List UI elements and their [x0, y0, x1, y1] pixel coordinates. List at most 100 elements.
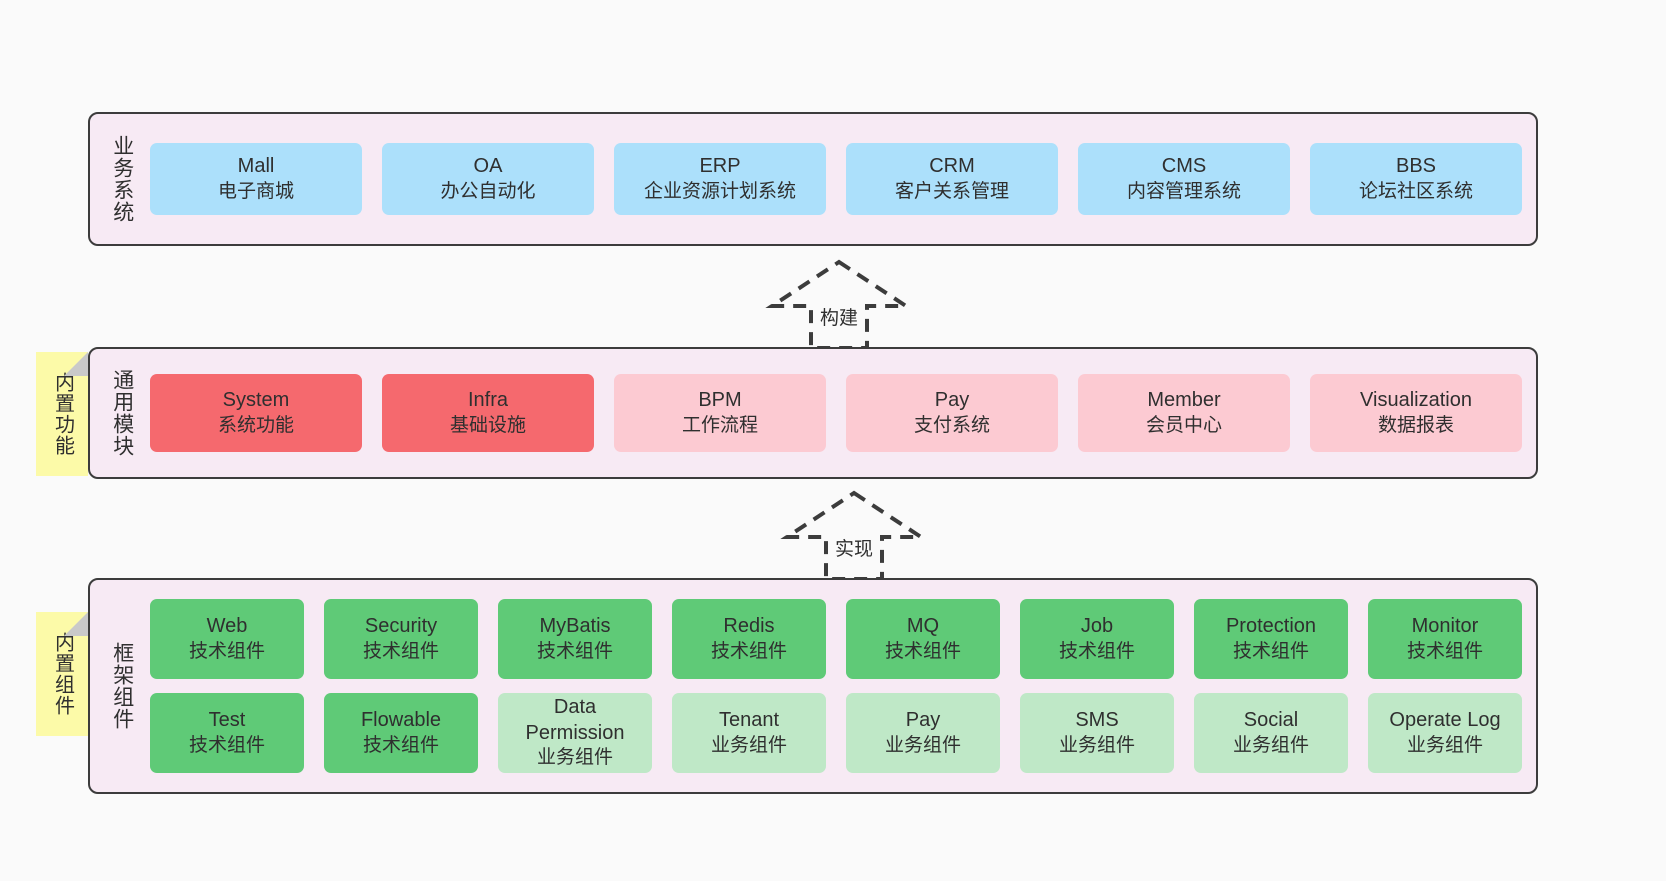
node-bpm-en: BPM [698, 389, 742, 412]
node-mall-cn: 电子商城 [217, 180, 294, 202]
node-pay-component-cn: 业务组件 [884, 734, 961, 756]
node-oa[interactable]: OA 办公自动化 [382, 143, 594, 215]
node-tenant-en: Tenant [718, 709, 780, 732]
layer-caption-common: 通用模块 [110, 369, 134, 457]
node-monitor[interactable]: Monitor 技术组件 [1368, 599, 1522, 679]
box-row-business: Mall 电子商城 OA 办公自动化 ERP 企业资源计划系统 CRM 客户关系… [150, 143, 1522, 215]
node-tenant[interactable]: Tenant 业务组件 [672, 693, 826, 773]
node-data-permission[interactable]: Data Permission 业务组件 [498, 693, 652, 773]
layer-caption-framework: 框架组件 [110, 642, 134, 730]
node-infra-cn: 基础设施 [449, 414, 526, 436]
node-erp-en: ERP [699, 155, 741, 178]
node-sms-cn: 业务组件 [1058, 734, 1135, 756]
node-redis[interactable]: Redis 技术组件 [672, 599, 826, 679]
layer-common-module: 通用模块 System 系统功能 Infra 基础设施 BPM 工作流程 Pay… [88, 347, 1538, 479]
box-row-common: System 系统功能 Infra 基础设施 BPM 工作流程 Pay 支付系统… [150, 374, 1522, 452]
arrow-build: 构建 [754, 256, 924, 352]
node-security[interactable]: Security 技术组件 [324, 599, 478, 679]
layer-framework-component: 框架组件 Web 技术组件 Security 技术组件 MyBatis 技术组件… [88, 578, 1538, 794]
arrow-implement: 实现 [769, 487, 939, 583]
node-social[interactable]: Social 业务组件 [1194, 693, 1348, 773]
node-test-cn: 技术组件 [188, 734, 265, 756]
node-test-en: Test [208, 709, 246, 732]
layer-caption-business: 业务系统 [110, 135, 134, 223]
node-data-permission-en: Data Permission [525, 696, 625, 744]
node-redis-en: Redis [723, 615, 775, 638]
node-pay-module-en: Pay [934, 389, 970, 412]
node-visualization-cn: 数据报表 [1377, 414, 1454, 436]
node-member-cn: 会员中心 [1145, 414, 1222, 436]
node-social-cn: 业务组件 [1232, 734, 1309, 756]
node-crm[interactable]: CRM 客户关系管理 [846, 143, 1058, 215]
node-bbs-cn: 论坛社区系统 [1358, 180, 1473, 202]
node-job-en: Job [1080, 615, 1114, 638]
node-test[interactable]: Test 技术组件 [150, 693, 304, 773]
layer-boxes-common: System 系统功能 Infra 基础设施 BPM 工作流程 Pay 支付系统… [140, 359, 1522, 467]
node-cms[interactable]: CMS 内容管理系统 [1078, 143, 1290, 215]
node-system-cn: 系统功能 [217, 414, 294, 436]
node-operate-log-en: Operate Log [1389, 709, 1501, 732]
node-bpm-cn: 工作流程 [681, 414, 758, 436]
node-cms-en: CMS [1161, 155, 1207, 178]
node-protection-en: Protection [1225, 615, 1317, 638]
node-mq-en: MQ [906, 615, 940, 638]
sticky-note-builtin-function: 内置功能 [36, 352, 88, 476]
layer-boxes-framework: Web 技术组件 Security 技术组件 MyBatis 技术组件 Redi… [140, 590, 1522, 782]
node-crm-en: CRM [929, 155, 975, 178]
node-mall[interactable]: Mall 电子商城 [150, 143, 362, 215]
node-flowable[interactable]: Flowable 技术组件 [324, 693, 478, 773]
node-bbs[interactable]: BBS 论坛社区系统 [1310, 143, 1522, 215]
node-web[interactable]: Web 技术组件 [150, 599, 304, 679]
layer-business-system: 业务系统 Mall 电子商城 OA 办公自动化 ERP 企业资源计划系统 CRM… [88, 112, 1538, 246]
node-system-en: System [222, 389, 290, 412]
node-job[interactable]: Job 技术组件 [1020, 599, 1174, 679]
node-sms[interactable]: SMS 业务组件 [1020, 693, 1174, 773]
node-erp-cn: 企业资源计划系统 [643, 180, 796, 202]
node-mybatis[interactable]: MyBatis 技术组件 [498, 599, 652, 679]
node-redis-cn: 技术组件 [710, 640, 787, 662]
node-tenant-cn: 业务组件 [710, 734, 787, 756]
node-cms-cn: 内容管理系统 [1126, 180, 1241, 202]
arrow-implement-icon [780, 490, 928, 581]
node-protection[interactable]: Protection 技术组件 [1194, 599, 1348, 679]
node-mq-cn: 技术组件 [884, 640, 961, 662]
node-infra[interactable]: Infra 基础设施 [382, 374, 594, 452]
node-oa-cn: 办公自动化 [440, 180, 536, 202]
node-pay-component-en: Pay [905, 709, 941, 732]
node-data-permission-cn: 业务组件 [536, 747, 613, 769]
layer-boxes-business: Mall 电子商城 OA 办公自动化 ERP 企业资源计划系统 CRM 客户关系… [140, 124, 1522, 234]
node-security-cn: 技术组件 [362, 640, 439, 662]
node-flowable-cn: 技术组件 [362, 734, 439, 756]
node-member[interactable]: Member 会员中心 [1078, 374, 1290, 452]
node-bpm[interactable]: BPM 工作流程 [614, 374, 826, 452]
node-operate-log-cn: 业务组件 [1406, 734, 1483, 756]
node-system[interactable]: System 系统功能 [150, 374, 362, 452]
node-pay-module[interactable]: Pay 支付系统 [846, 374, 1058, 452]
box-row-framework-business: Test 技术组件 Flowable 技术组件 Data Permission … [150, 693, 1522, 773]
sticky-note-builtin-component: 内置组件 [36, 612, 88, 736]
node-visualization[interactable]: Visualization 数据报表 [1310, 374, 1522, 452]
node-monitor-cn: 技术组件 [1406, 640, 1483, 662]
arrow-build-icon [765, 259, 913, 350]
node-operate-log[interactable]: Operate Log 业务组件 [1368, 693, 1522, 773]
node-oa-en: OA [473, 155, 503, 178]
node-mq[interactable]: MQ 技术组件 [846, 599, 1000, 679]
node-security-en: Security [364, 615, 438, 638]
node-flowable-en: Flowable [360, 709, 442, 732]
node-monitor-en: Monitor [1411, 615, 1479, 638]
box-row-framework-tech: Web 技术组件 Security 技术组件 MyBatis 技术组件 Redi… [150, 599, 1522, 679]
node-social-en: Social [1243, 709, 1299, 732]
node-web-cn: 技术组件 [188, 640, 265, 662]
node-crm-cn: 客户关系管理 [894, 180, 1009, 202]
node-pay-component[interactable]: Pay 业务组件 [846, 693, 1000, 773]
node-protection-cn: 技术组件 [1232, 640, 1309, 662]
node-member-en: Member [1147, 389, 1221, 412]
node-infra-en: Infra [467, 389, 509, 412]
node-web-en: Web [206, 615, 248, 638]
node-erp[interactable]: ERP 企业资源计划系统 [614, 143, 826, 215]
node-sms-en: SMS [1075, 709, 1119, 732]
node-bbs-en: BBS [1395, 155, 1437, 178]
node-visualization-en: Visualization [1360, 389, 1472, 412]
node-mybatis-cn: 技术组件 [536, 640, 613, 662]
